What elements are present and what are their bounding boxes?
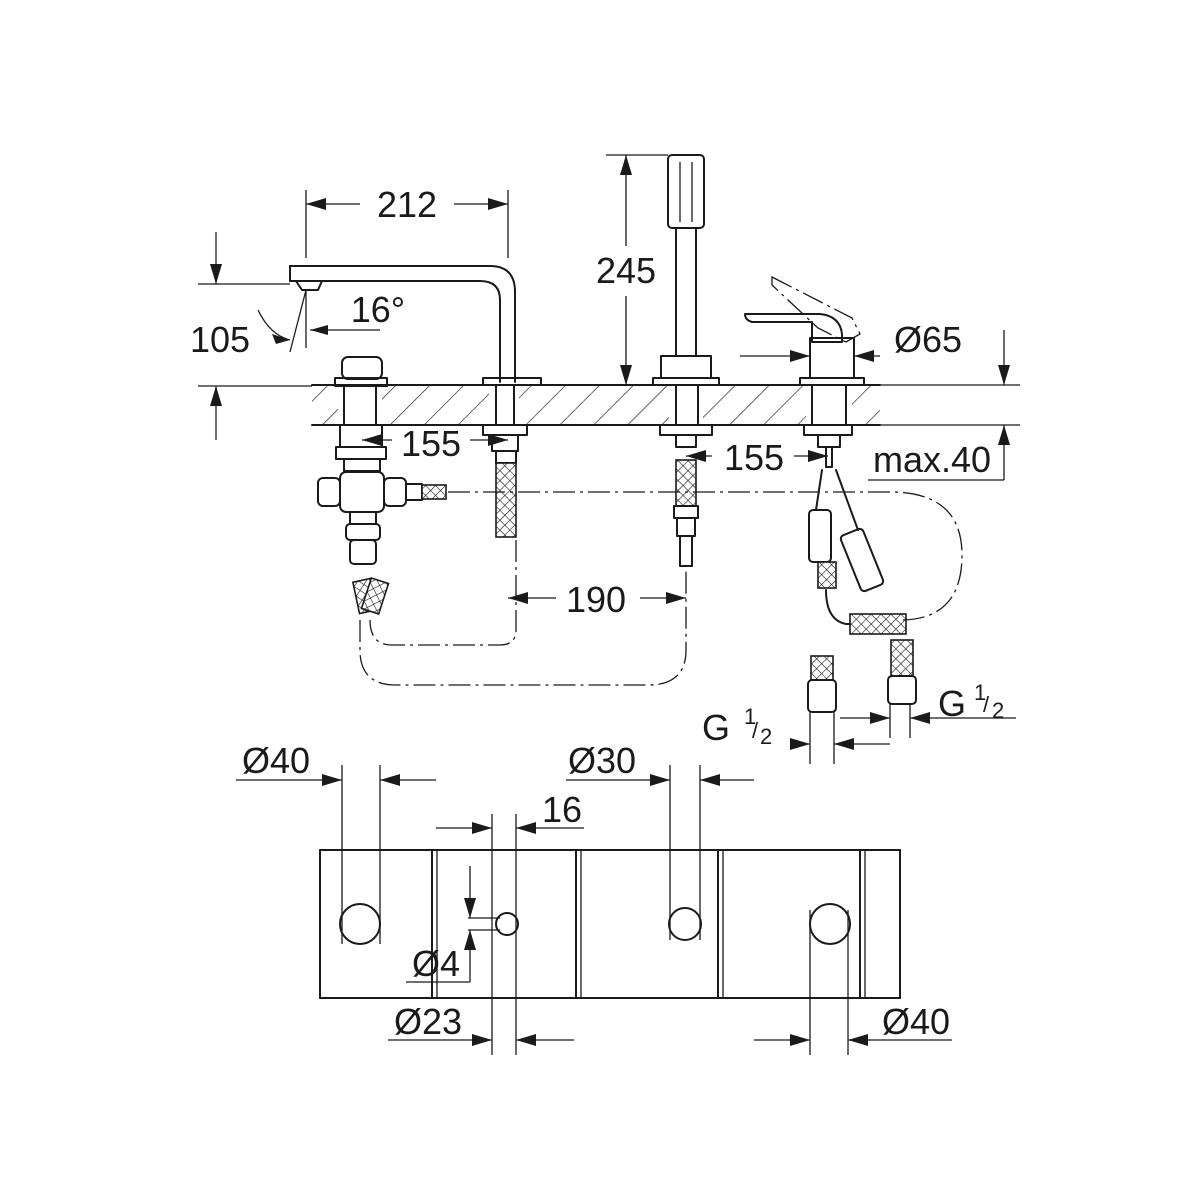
svg-text:/: / (983, 692, 990, 717)
label-thread-left-g: G (702, 707, 730, 748)
label-105: 105 (190, 319, 250, 360)
deck-plan-view (319, 765, 901, 1055)
dimension-lines (198, 154, 1020, 750)
single-lever-mixer (744, 275, 917, 764)
label-thread-right-g: G (938, 683, 966, 724)
dimension-labels: 212 105 16° 245 Ø65 155 155 max.40 190 G… (190, 184, 1004, 1042)
label-155-left: 155 (401, 423, 461, 464)
label-max-40: max.40 (873, 439, 991, 480)
label-diameter-23: Ø23 (394, 1001, 462, 1042)
label-thread-right-den: 2 (992, 698, 1004, 723)
label-thread-right-num: 1 (974, 680, 986, 705)
label-diameter-65: Ø65 (894, 319, 962, 360)
label-190: 190 (566, 579, 626, 620)
label-16-degree: 16° (351, 289, 405, 330)
label-245: 245 (596, 250, 656, 291)
label-diameter-40-right: Ø40 (882, 1001, 950, 1042)
label-212: 212 (377, 184, 437, 225)
label-diameter-30: Ø30 (568, 740, 636, 781)
label-155-right: 155 (724, 437, 784, 478)
hose-routing (359, 491, 963, 686)
label-diameter-4: Ø4 (412, 943, 460, 984)
label-thread-left-num: 1 (744, 704, 756, 729)
deck-section (311, 384, 881, 426)
diverter-valve (317, 356, 447, 616)
plan-dimension-lines (236, 774, 952, 1046)
label-16: 16 (542, 789, 582, 830)
hand-shower (652, 154, 720, 567)
svg-text:/: / (752, 718, 759, 743)
label-thread-left-den: 2 (760, 724, 772, 749)
spout (289, 265, 542, 538)
label-diameter-40-left: Ø40 (242, 740, 310, 781)
